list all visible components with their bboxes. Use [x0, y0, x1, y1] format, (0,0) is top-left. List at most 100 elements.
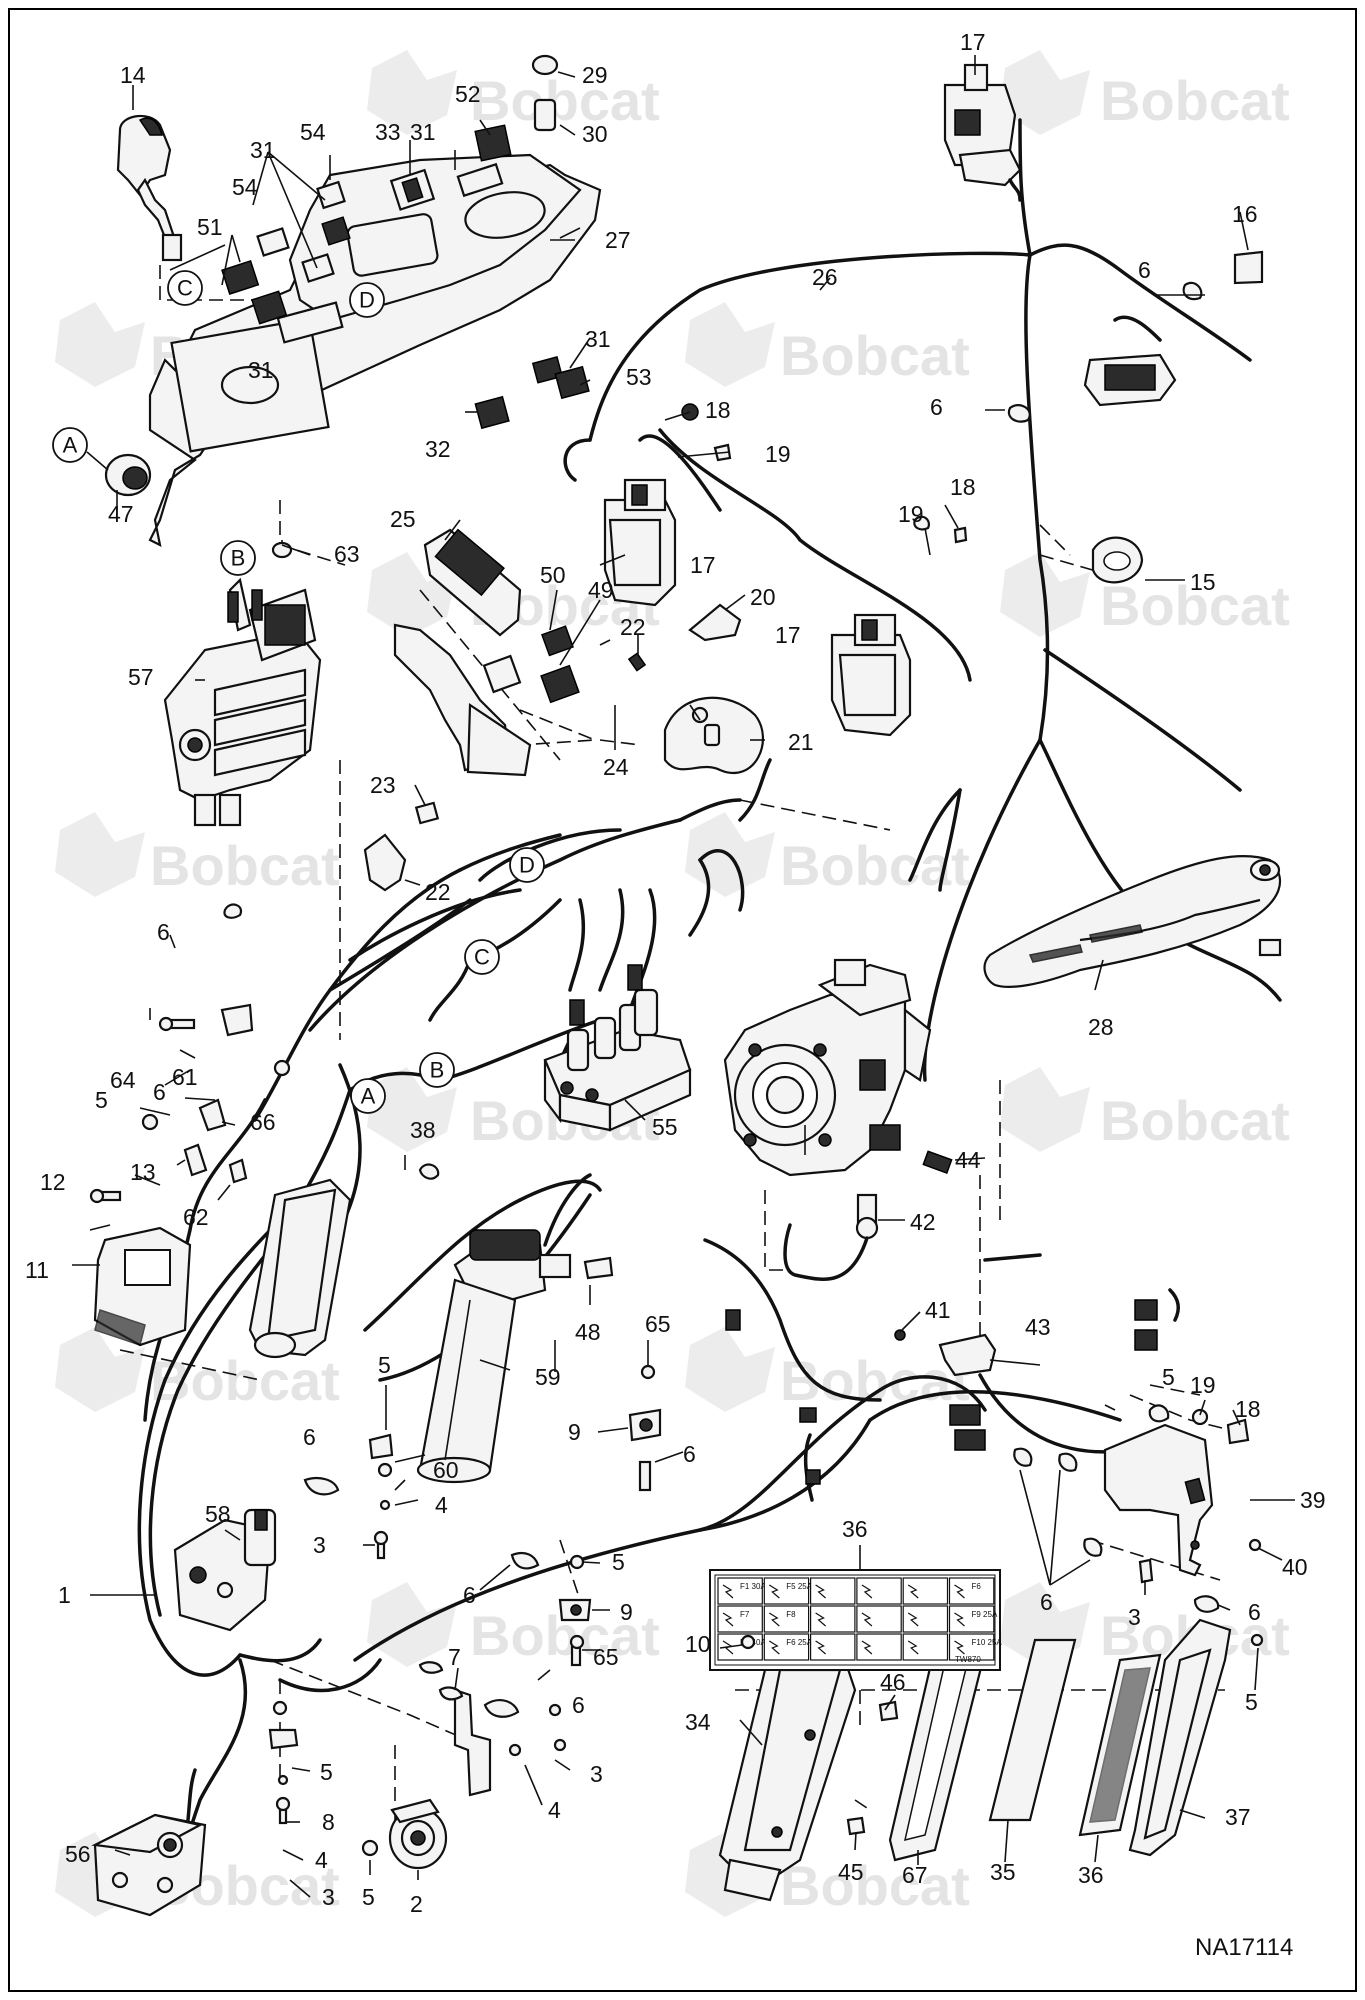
connector-47 [104, 453, 152, 497]
part-label-screw: 40 [1282, 1554, 1308, 1580]
switches [221, 54, 590, 430]
part-label-control-module: 25 [390, 506, 416, 532]
part-label-bolt: 12 [40, 1169, 66, 1195]
fuse-cell-label: F1 30A [740, 1582, 766, 1591]
part-label-nut: 5 [1162, 1364, 1175, 1390]
watermark-text: Bobcat [780, 1854, 970, 1917]
fuse-symbol-icon [722, 1584, 734, 1599]
watermark-text: Bobcat [1100, 574, 1290, 637]
part-label-relay: 50 [540, 562, 566, 588]
part-label-lift-arm-harness-cover: 28 [1088, 1014, 1114, 1040]
part-label-nut: 5 [95, 1087, 108, 1113]
part-label-switch-blank: 54 [300, 119, 326, 145]
hydraulic-control-valve [163, 577, 322, 827]
leader-lines [72, 55, 1295, 1898]
callouts: A B C D A B C D [52, 270, 545, 1114]
part-label-switch-retainer: 31 [250, 137, 276, 163]
callout-label: C [177, 276, 193, 301]
lift-arm-harness-cover [983, 854, 1282, 988]
fuse-symbol-icon [768, 1584, 780, 1599]
part-label-clip: 13 [130, 1159, 156, 1185]
fuse-cell [948, 1633, 995, 1661]
fuse-cell-label: F5 25A [786, 1582, 812, 1591]
hydraulic-pump [723, 958, 953, 1177]
part-label-connector: 47 [108, 501, 134, 527]
fuse-symbol-icon [815, 1612, 826, 1627]
callout-a-bottom: A [350, 1078, 386, 1114]
part-label-switch-retainer: 31 [585, 326, 611, 352]
callout-b-top: B [220, 540, 256, 576]
part-label-bolt: 65 [645, 1311, 671, 1337]
watermark-text: Bobcat [470, 69, 660, 132]
part-label-nut: 5 [320, 1759, 333, 1785]
part-label-clamp: 61 [172, 1064, 198, 1090]
fuse-cell [809, 1605, 856, 1633]
fuse-cell-label: F7 [740, 1610, 750, 1619]
callout-label: B [231, 546, 246, 571]
part-label-cable-clamp: 6 [463, 1582, 476, 1608]
fuse-box-cover [1128, 1618, 1232, 1857]
part-label-sender: 44 [955, 1147, 981, 1173]
part-label-relay: 22 [620, 614, 646, 640]
part-label-cable-clamp: 6 [572, 1692, 585, 1718]
part-label-relay: 22 [425, 879, 451, 905]
part-label-light-assembly: 17 [775, 622, 801, 648]
light-assembly-mid [603, 478, 677, 607]
callout-c-bottom: C [464, 939, 500, 975]
part-label-nut: 18 [950, 474, 976, 500]
watermark-text: Bobcat [780, 324, 970, 387]
top-right-parts [681, 250, 1264, 584]
part-label-nut: 63 [334, 541, 360, 567]
part-label-washer: 19 [765, 441, 791, 467]
fuse-cell [856, 1577, 902, 1605]
part-label-bolt: 3 [313, 1532, 326, 1558]
harness-module [248, 1178, 352, 1359]
hydraulic-filter [416, 1173, 614, 1484]
part-label-clamp-mount: 9 [620, 1599, 633, 1625]
watermark-text: Bobcat [1100, 1089, 1290, 1152]
part-label-solenoid-valve-block: 55 [652, 1114, 678, 1140]
part-label-hydraulic-control-valve: 57 [128, 664, 154, 690]
part-label-nut: 5 [612, 1549, 625, 1575]
fuse-symbol-icon [907, 1584, 919, 1599]
horn [388, 1798, 448, 1870]
controller-module [93, 1226, 192, 1347]
part-label-switch-retainer: 31 [248, 357, 274, 383]
control-module-25 [363, 528, 742, 892]
diagram-code: NA17114 [1195, 1934, 1293, 1961]
part-label-power-socket: 30 [582, 121, 608, 147]
gasket-frame [888, 1613, 992, 1862]
fuse-symbol-icon [861, 1640, 873, 1655]
fuse-symbol-icon [861, 1612, 873, 1627]
bracket-43 [725, 1253, 1181, 1485]
part-label-main-wire-harness: 1 [58, 1582, 71, 1608]
part-label-light-assembly: 17 [960, 29, 986, 55]
part-label-valve-block: 56 [65, 1841, 91, 1867]
part-label-screw: 10 [685, 1631, 711, 1657]
fuse-symbol-icon [768, 1640, 780, 1655]
part-label-clip: 8 [322, 1809, 335, 1835]
fuse-symbol-icon [907, 1612, 919, 1627]
part-label-washer: 4 [315, 1847, 328, 1873]
fuse-cell-label: F6 25A [786, 1638, 812, 1647]
fuse-symbol-icon [722, 1612, 734, 1627]
part-label-switch: 33 [375, 119, 401, 145]
callout-d-bottom: D [509, 847, 545, 883]
part-label-cable-clamp: 6 [153, 1079, 166, 1105]
part-label-switch: 52 [455, 81, 481, 107]
part-label-bolt: 62 [183, 1204, 209, 1230]
fuse-cell [717, 1577, 763, 1605]
fuse-cell [902, 1605, 949, 1633]
part-label-plate: 16 [1232, 201, 1258, 227]
part-label-nut: 5 [362, 1884, 375, 1910]
part-label-pressure-switch: 42 [910, 1209, 936, 1235]
fuse-cell [856, 1633, 902, 1661]
fuse-cell-label: F8 [786, 1610, 796, 1619]
part-label-fuse-box-cover: 37 [1225, 1804, 1251, 1830]
part-label-joystick-handle: 14 [120, 62, 146, 88]
part-label-switch: 53 [626, 364, 652, 390]
part-label-nut: 66 [250, 1109, 276, 1135]
watermark-text: Bobcat [780, 834, 970, 897]
